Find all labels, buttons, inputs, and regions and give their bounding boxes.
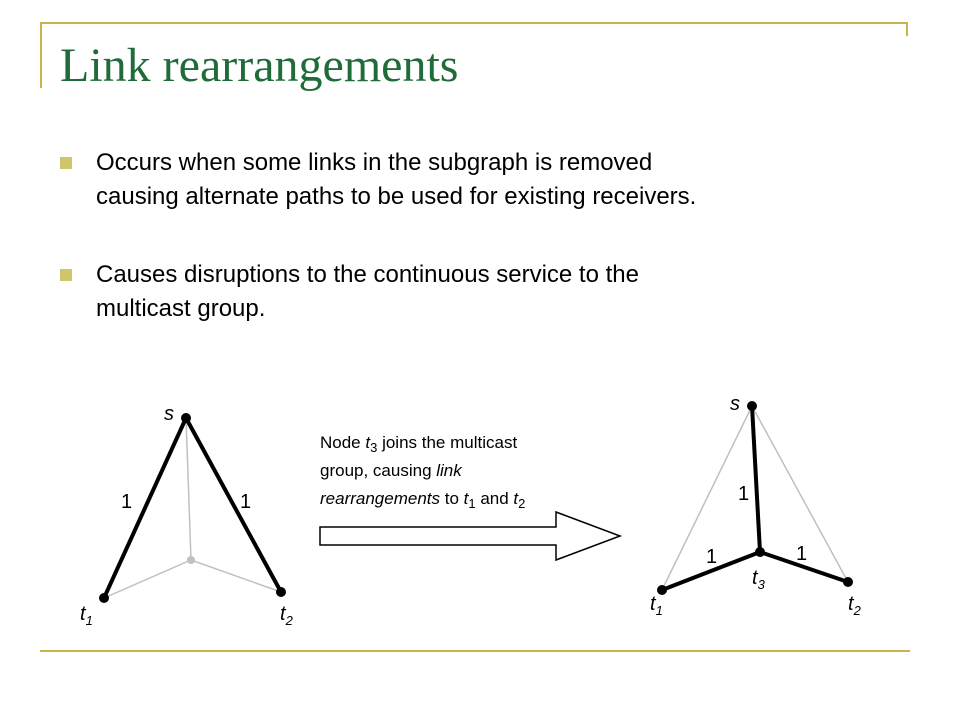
right-thin-edge [751,405,849,583]
slide-title: Link rearrangements [60,39,459,92]
bottom-rule [40,650,910,652]
bullet-text-line: multicast group. [96,295,266,322]
right-weight-label: 1 [796,543,807,565]
right-graph: s 1 1 1 t3 t1 t2 [650,393,862,618]
right-leaf-label: t2 [848,593,862,618]
right-thick-edge [661,550,761,592]
left-source-label: s [164,403,174,425]
left-thin-edge [190,559,282,593]
arrow-icon [319,510,623,562]
top-right-rule [906,22,908,36]
left-weight-label: 1 [121,491,132,513]
right-leaf-node [657,585,667,595]
right-leaf-label: t1 [650,593,663,618]
bullet-item: Occurs when some links in the subgraph i… [60,146,920,214]
left-hidden-node [187,556,195,564]
arrow-caption-line: rearrangements to t1 and t2 [320,489,525,511]
left-thick-edge [184,417,283,593]
left-source-node [181,413,191,423]
bullet-text-line: Causes disruptions to the continuous ser… [96,261,639,288]
right-thick-edge [750,405,762,553]
right-center-node [755,547,765,557]
right-source-node [747,401,757,411]
bullet-list: Occurs when some links in the subgraph i… [60,146,920,326]
bullet-item: Causes disruptions to the continuous ser… [60,258,920,326]
left-leaf-label: t1 [80,603,93,628]
top-left-rule [40,22,42,88]
left-thin-edge [103,559,192,599]
bullet-square-icon [60,269,72,281]
transition-arrow [319,510,623,562]
left-thin-edge [185,417,192,561]
arrow-caption-line: group, causing link [320,461,463,480]
right-thick-edge [759,550,849,584]
left-thick-edge [102,417,188,599]
bullet-square-icon [60,157,72,169]
bullet-text-line: Occurs when some links in the subgraph i… [96,149,653,176]
bullet-text-line: causing alternate paths to be used for e… [96,183,697,210]
top-rule [40,22,908,24]
left-graph: s 1 1 t1 t2 [80,403,294,628]
right-weight-label: 1 [738,483,749,505]
right-source-label: s [730,393,740,415]
right-weight-label: 1 [706,546,717,568]
left-leaf-label: t2 [280,603,294,628]
right-leaf-node [843,577,853,587]
right-thin-edge [661,405,753,591]
right-center-label: t3 [752,567,766,592]
left-weight-label: 1 [240,491,251,513]
arrow-caption-line: Node t3 joins the multicast [320,433,517,455]
left-leaf-node [99,593,109,603]
left-leaf-node [276,587,286,597]
